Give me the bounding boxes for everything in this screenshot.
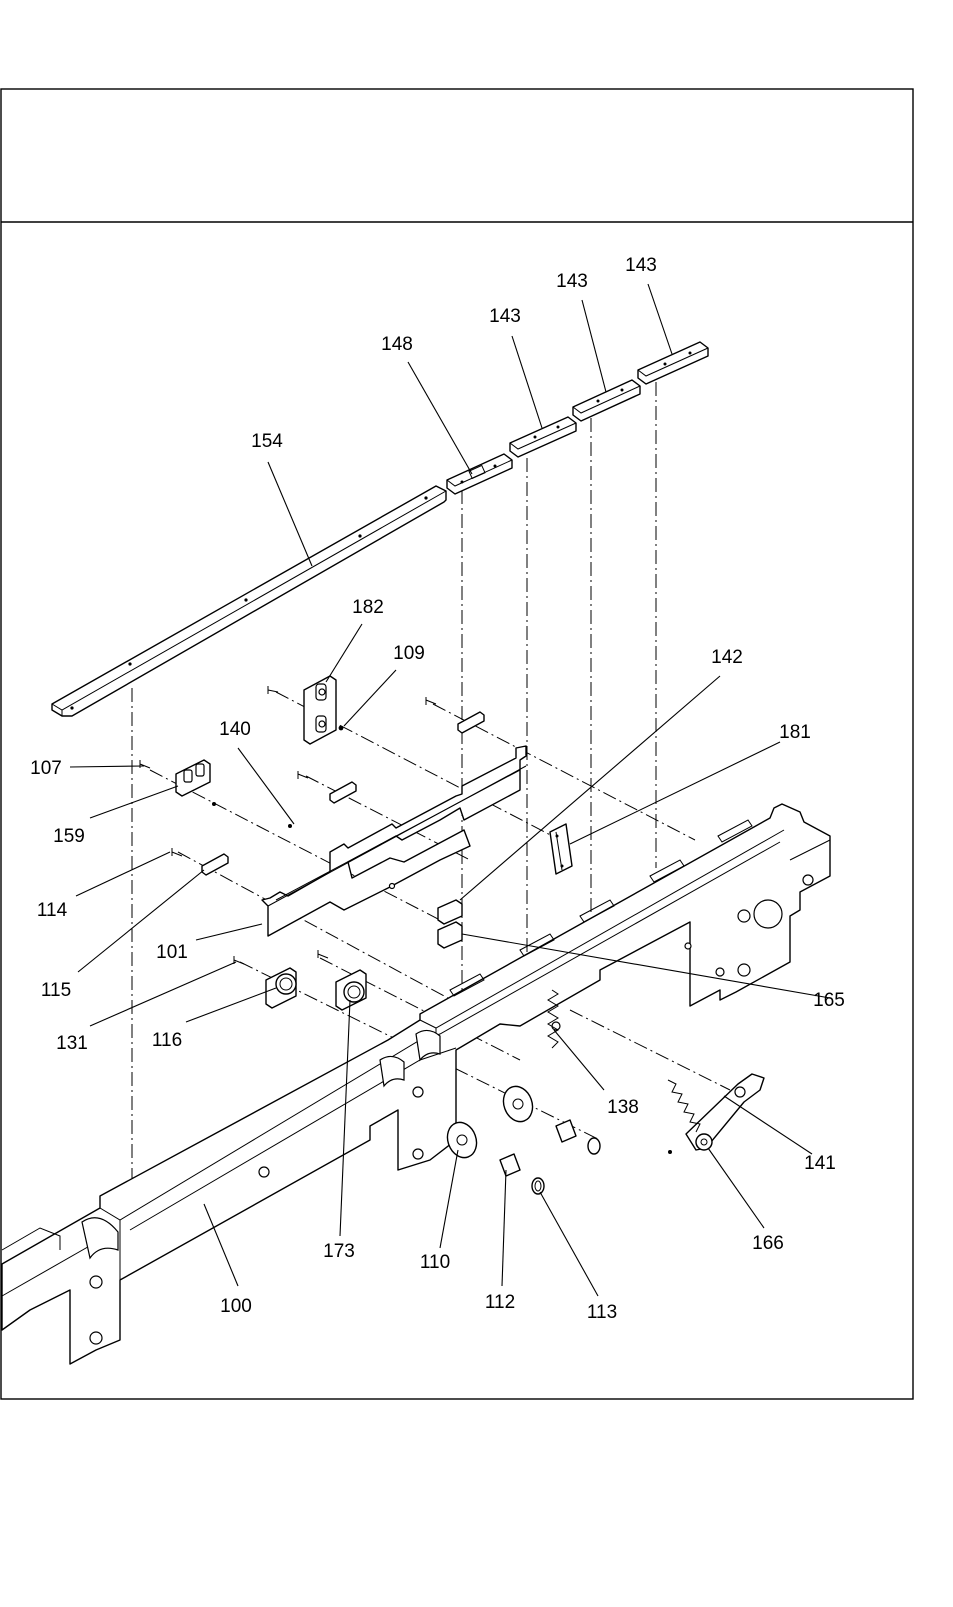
callout-113: 113 (587, 1302, 617, 1323)
part-110-wheel-upper (499, 1082, 600, 1154)
callout-182: 182 (352, 597, 384, 618)
callout-173: 173 (323, 1241, 355, 1262)
part-114-screw (172, 848, 182, 856)
callout-107: 107 (30, 758, 62, 779)
callout-138: 138 (607, 1097, 639, 1118)
callout-141: 141 (804, 1153, 836, 1174)
callout-101: 101 (156, 942, 188, 963)
part-181-strip (550, 824, 572, 874)
callout-116: 116 (152, 1030, 182, 1051)
part-116-gear (266, 968, 296, 1008)
callout-143: 143 (489, 306, 521, 327)
callout-154: 154 (251, 431, 283, 452)
part-148-block (447, 454, 512, 494)
part-143-block-2 (573, 380, 640, 421)
part-109-pin (339, 726, 344, 731)
part-159-bracket (176, 760, 210, 796)
callout-labels: 143 143 143 148 154 182 109 142 140 181 … (30, 255, 845, 1323)
small-pin (212, 802, 216, 806)
part-113-ring (532, 1178, 544, 1194)
part-143-block-1 (638, 342, 708, 384)
part-166-arm (668, 1074, 764, 1154)
callout-131: 131 (56, 1033, 88, 1054)
callout-166: 166 (752, 1233, 784, 1254)
callout-148: 148 (381, 334, 413, 355)
part-107-screw (140, 760, 150, 768)
callout-109: 109 (393, 643, 425, 664)
callout-140: 140 (219, 719, 251, 740)
callout-112: 112 (485, 1292, 515, 1313)
callout-165: 165 (813, 990, 845, 1011)
callout-143: 143 (625, 255, 657, 276)
callout-143: 143 (556, 271, 588, 292)
callout-181: 181 (779, 722, 811, 743)
part-173-gear (318, 950, 366, 1010)
callout-115: 115 (41, 980, 71, 1001)
callout-110: 110 (420, 1252, 450, 1273)
part-112-shaft (500, 1154, 520, 1176)
small-pin-2 (288, 824, 292, 828)
part-101-frame (262, 746, 526, 936)
part-154-rail (52, 486, 446, 716)
callout-114: 114 (37, 900, 68, 921)
part-182-bracket (268, 676, 336, 744)
callout-159: 159 (53, 826, 85, 847)
part-100-base-frame (2, 804, 830, 1364)
part-165-block (438, 922, 462, 948)
part-115-plate (202, 854, 228, 875)
callout-142: 142 (711, 647, 743, 668)
callout-100: 100 (220, 1296, 252, 1317)
part-143-block-3 (510, 417, 576, 457)
part-142-block (438, 900, 462, 924)
